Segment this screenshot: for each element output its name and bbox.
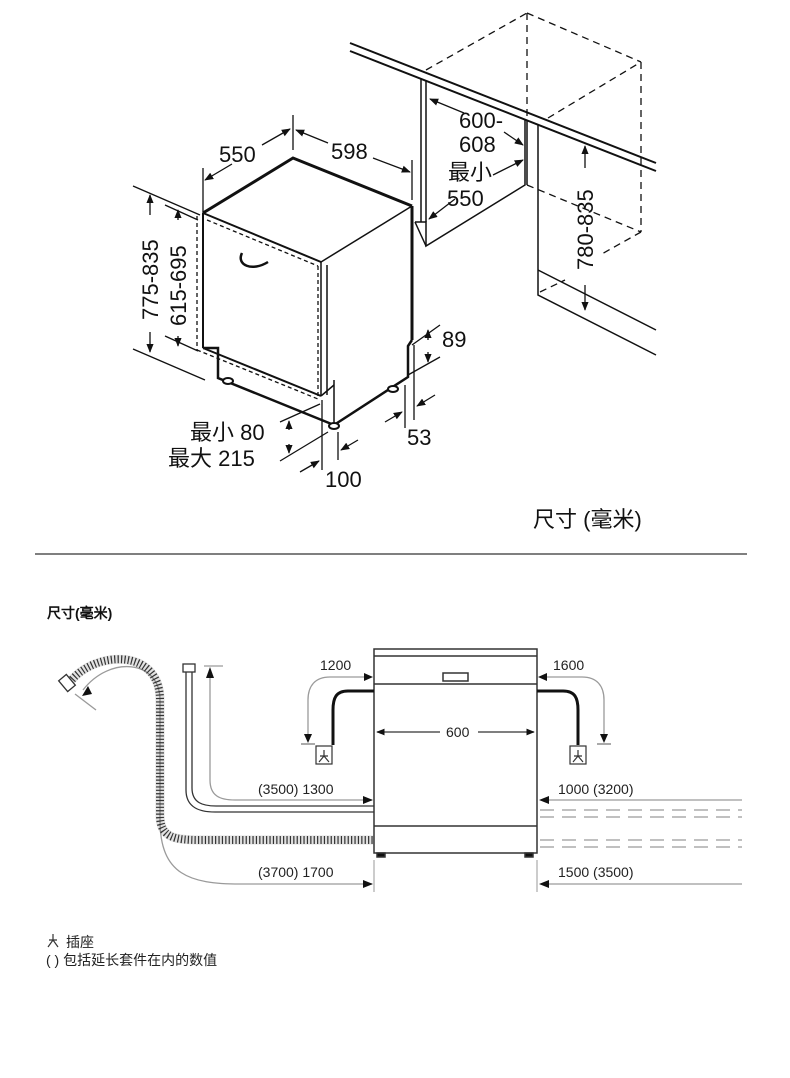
drain-length-guide [82, 666, 372, 885]
socket-icon-left [315, 745, 333, 765]
dim-niche-height: 780-835 [573, 189, 598, 270]
dim-plinth-min: 最小 80 [190, 420, 265, 445]
dim-drain-left: (3700) 1700 [258, 864, 334, 880]
dim-inlet-left: (3500) 1300 [258, 781, 334, 797]
dimension-lines [132, 98, 589, 473]
inlet-hose [182, 663, 374, 813]
dishwasher-front [373, 648, 538, 858]
legend: 插座 ( ) 包括延长套件在内的数值 [46, 934, 217, 968]
drain-hose-end [57, 673, 77, 693]
dim-plinth-height-rear: 89 [442, 327, 466, 352]
countertop [349, 42, 657, 172]
inlet-end-arrowhead [206, 667, 214, 678]
dim-height-door: 615-695 [166, 245, 191, 326]
drain-end-tick [74, 693, 97, 711]
legend-socket-label: 插座 [66, 934, 94, 950]
dim-plinth-max: 最大 215 [168, 446, 255, 471]
top-caption: 尺寸 (毫米) [533, 507, 642, 532]
power-cable-right [537, 689, 580, 745]
dim-plinth-depth-front: 100 [325, 467, 362, 492]
power-length-guide-left [307, 676, 370, 738]
dim-height-total: 775-835 [138, 239, 163, 320]
top-isometric-diagram: 550 598 775-835 615-695 600- 608 最小 550 … [132, 12, 657, 532]
bottom-front-diagram: 尺寸(毫米) 600 [46, 605, 742, 968]
dim-drain-right: 1500 (3500) [558, 864, 634, 880]
socket-legend-icon [47, 934, 59, 948]
dim-niche-depth-label: 最小 [448, 160, 492, 185]
legend-bracket-note: ( ) 包括延长套件在内的数值 [46, 952, 217, 968]
dim-inlet-right: 1000 (3200) [558, 781, 634, 797]
niche-dashed-outline [425, 12, 642, 293]
right-hose-dashed [540, 809, 742, 848]
dim-niche-depth-value: 550 [447, 186, 484, 211]
left-cabinet-panel [414, 79, 526, 248]
socket-icon-right [569, 745, 587, 765]
bottom-caption: 尺寸(毫米) [47, 605, 112, 621]
dim-plinth-depth-rear: 53 [407, 425, 431, 450]
dim-width-598: 598 [331, 139, 368, 164]
dim-width-600: 600 [446, 724, 470, 740]
power-cable-left [331, 689, 374, 745]
dishwasher-body [196, 156, 414, 430]
dim-power-right: 1600 [553, 657, 584, 673]
power-length-guide-right [541, 676, 605, 738]
inlet-length-guide [209, 670, 372, 801]
dim-niche-width-line2: 608 [459, 132, 496, 157]
dim-niche-width-line1: 600- [459, 108, 503, 133]
dim-depth-550: 550 [219, 142, 256, 167]
drain-end-arrowhead [82, 686, 92, 696]
right-cabinet-panel [526, 120, 657, 356]
dim-power-left: 1200 [320, 657, 351, 673]
